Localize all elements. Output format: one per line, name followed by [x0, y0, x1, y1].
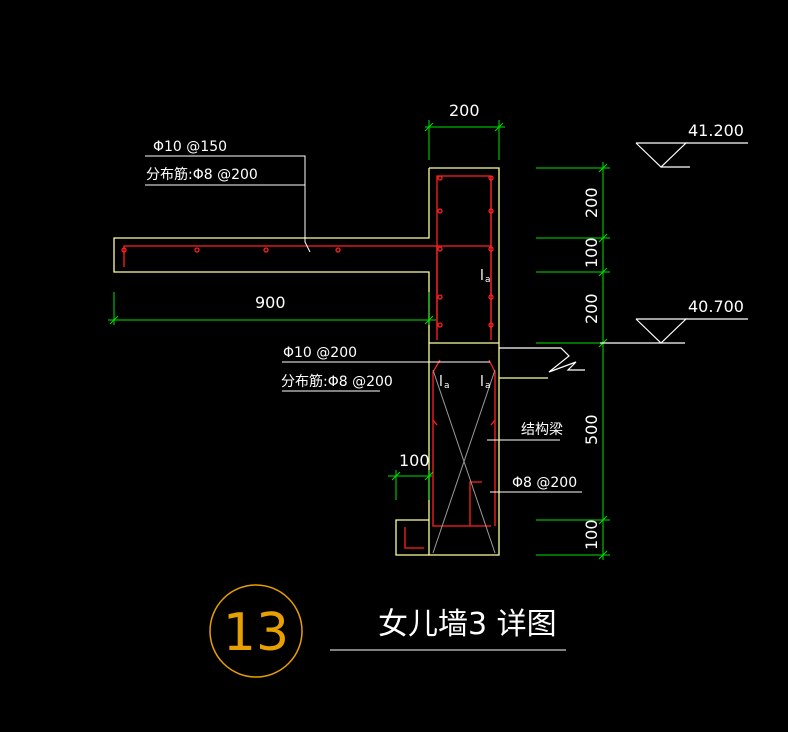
wall-bar-dot — [488, 294, 494, 300]
svg-text:a: a — [485, 381, 491, 391]
lower-left-bar — [432, 359, 491, 527]
break-symbol — [499, 347, 585, 373]
lower-right-bar — [488, 359, 496, 526]
concrete-outline — [113, 167, 548, 556]
wall-bar-dot — [488, 246, 494, 252]
elevation-triangle-lower — [635, 318, 688, 344]
wall-bar-dot — [437, 246, 443, 252]
dim-vertical-2: 100 — [582, 237, 601, 268]
beam-cross — [432, 369, 496, 554]
wall-bar-dot — [437, 322, 443, 328]
dim-ledge-width: 100 — [399, 451, 430, 470]
svg-text:a: a — [444, 381, 450, 391]
wall-bar-dot — [437, 208, 443, 214]
detail-number: 13 — [223, 603, 289, 663]
slab-rebar-leader — [145, 155, 311, 253]
slab-bar-dot — [335, 247, 341, 253]
wall-left-bar — [436, 175, 492, 340]
elevation-top: 41.200 — [688, 121, 744, 140]
dim-wall-width: 200 — [449, 101, 480, 120]
lap-length-mark: l a — [439, 374, 450, 391]
elevation-markers — [600, 142, 748, 344]
dim-vertical-3: 200 — [582, 293, 601, 324]
lap-length-mark: l a — [480, 374, 491, 391]
dim-vertical-4: 500 — [582, 414, 601, 445]
dimension-lines — [108, 120, 610, 560]
detail-number-circle — [209, 584, 303, 678]
svg-text:l: l — [480, 374, 484, 390]
wall-slab-outline — [113, 167, 500, 556]
wall-bar-dot — [488, 322, 494, 328]
wall-bar-dot — [437, 175, 443, 181]
slab-top-bar — [123, 245, 491, 267]
lower-left-hook — [432, 419, 438, 426]
wall-rebar-dist-label: 分布筋:Φ8 @200 — [281, 373, 393, 390]
lower-right-hook — [490, 419, 496, 426]
elevation-lower: 40.700 — [688, 297, 744, 316]
wall-bar-dot — [488, 175, 494, 181]
slab-bar-dot — [194, 247, 200, 253]
dim-slab-length: 900 — [255, 293, 286, 312]
lap-length-mark: l a — [480, 268, 491, 285]
drawing-title: 女儿墙3 详图 — [378, 607, 557, 642]
wall-bar-dot — [437, 294, 443, 300]
svg-text:l: l — [439, 374, 443, 390]
rebar — [121, 175, 496, 549]
elevation-triangle-top — [635, 142, 688, 168]
dim-vertical-5: 100 — [582, 519, 601, 550]
slab-bar-dot — [121, 247, 127, 253]
leader-lines — [145, 155, 582, 651]
svg-text:a: a — [485, 275, 491, 285]
slab-bar-dot — [263, 247, 269, 253]
svg-text:l: l — [480, 268, 484, 284]
ledge-bar — [404, 527, 424, 549]
stirrup-label: Φ8 @200 — [512, 475, 577, 491]
wall-bar-dot — [488, 208, 494, 214]
stirrup-bar — [469, 481, 482, 526]
bottom-ledge — [395, 519, 429, 556]
slab-rebar-dist-label: 分布筋:Φ8 @200 — [146, 166, 258, 183]
slab-rebar-main-label: Φ10 @150 — [153, 139, 227, 155]
structural-beam-label: 结构梁 — [521, 422, 563, 438]
wall-rebar-main-label: Φ10 @200 — [283, 345, 357, 361]
dim-vertical-1: 200 — [582, 187, 601, 218]
